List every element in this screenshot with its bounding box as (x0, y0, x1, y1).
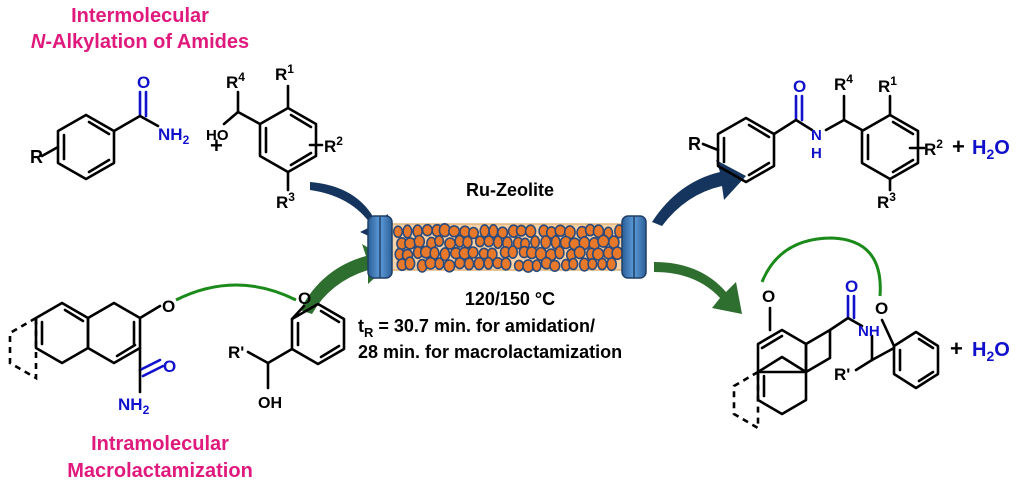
carbonyl-oxygen-label: O (137, 73, 150, 92)
title-n-alkylation: N-Alkylation of Amides (31, 31, 249, 53)
catalyst-bead (483, 235, 495, 248)
catalyst-bead (404, 256, 416, 271)
outlet-arrow-top (652, 160, 746, 226)
catalyst-bead (606, 257, 617, 272)
catalyst-bead (492, 235, 503, 250)
catalyst-bead (479, 224, 490, 238)
catalyst-bead (507, 245, 518, 259)
ether-oxygen-left: O (162, 297, 175, 316)
product-r-label: R (688, 134, 701, 154)
catalyst-bead (443, 259, 456, 273)
catalyst-bead (483, 256, 494, 270)
ether-oxygen-right: O (298, 289, 311, 308)
product-r1-label: R1 (878, 74, 897, 96)
product-n-label: N (811, 127, 822, 144)
water-byproduct-top: H2O (972, 137, 1010, 162)
catalyst-bead (554, 245, 565, 260)
residence-time-line2: 28 min. for macrolactamization (358, 342, 622, 362)
catalyst-bead (454, 257, 466, 270)
catalyst-label: Ru-Zeolite (466, 180, 554, 200)
macro-ether-oxygen-right: O (875, 299, 888, 318)
product-carbonyl-o: O (793, 77, 806, 96)
catalyst-bead (515, 224, 527, 237)
rprime-label: R' (228, 343, 244, 362)
flow-reactor-column (367, 215, 647, 279)
r-substituent-label: R (30, 147, 43, 167)
alcohol-oh-label: OH (258, 395, 282, 412)
nh2-label: NH2 (158, 125, 190, 147)
catalyst-beads (392, 223, 625, 273)
n-alkylated-amide-product: R O N H R4 R1 R2 R3 (688, 72, 943, 212)
catalyst-bead (434, 235, 445, 248)
macro-ether-oxygen-left: O (762, 287, 775, 306)
catalyst-bead (597, 234, 610, 248)
catalyst-bead (467, 246, 479, 259)
temperature-label: 120/150 °C (465, 289, 555, 309)
amide-nh2: NH2 (118, 395, 150, 417)
catalyst-bead (500, 257, 512, 271)
amide-oxygen: O (163, 357, 176, 376)
product-r2-label: R2 (924, 137, 943, 159)
title-intermolecular: Intermolecular (71, 5, 209, 27)
r2-label: R2 (324, 134, 343, 156)
catalyst-bead (513, 259, 525, 272)
hydroxyl-label: HO (206, 127, 229, 144)
catalyst-bead (467, 226, 479, 240)
r4-label: R4 (226, 70, 245, 92)
r3-label: R3 (276, 190, 295, 212)
catalyst-bead (439, 247, 451, 262)
catalyst-bead (554, 224, 567, 237)
catalyst-bead (497, 226, 509, 239)
catalyst-bead (413, 234, 426, 249)
catalyst-bead (540, 235, 552, 250)
plus-sign-product-bottom: + (950, 336, 963, 361)
catalyst-bead (434, 257, 445, 271)
macro-rprime-label: R' (834, 365, 850, 384)
benzamide-structure: R O NH2 (30, 73, 190, 181)
catalyst-bead (474, 235, 486, 248)
outlet-arrow-bottom (654, 262, 742, 314)
macro-amide-nh: NH (858, 323, 880, 340)
catalyst-bead (444, 237, 457, 250)
catalyst-bead (392, 225, 404, 238)
catalyst-bead (462, 235, 473, 249)
plus-sign-product-top: + (952, 134, 965, 159)
macrolactam-product: O O NH O R' (732, 236, 940, 431)
title-macrolactamization: Macrolactamization (67, 460, 253, 482)
benzyl-alcohol-structure: R4 HO R1 R2 R3 (206, 62, 343, 212)
r1-label: R1 (275, 62, 294, 84)
catalyst-bead (568, 257, 579, 271)
residence-time-line1: tR = 30.7 min. for amidation/ (358, 316, 595, 340)
plus-sign-top: + (210, 133, 223, 158)
catalyst-bead (473, 256, 485, 271)
catalyst-bead (524, 224, 537, 238)
tethered-amide-alcohol-structure: O O O NH2 R' OH (8, 283, 346, 417)
water-byproduct-bottom: H2O (972, 339, 1010, 364)
catalyst-bead (463, 257, 475, 271)
catalyst-bead (573, 245, 586, 260)
catalyst-bead (421, 223, 434, 237)
product-h-label: H (811, 145, 822, 162)
catalyst-bead (587, 257, 598, 271)
catalyst-bead (530, 235, 541, 249)
catalyst-bead (597, 257, 608, 271)
catalyst-bead (531, 259, 542, 273)
product-r4-label: R4 (834, 72, 853, 94)
catalyst-bead (549, 259, 561, 272)
title-intramolecular: Intramolecular (91, 433, 229, 455)
product-r3-label: R3 (877, 190, 896, 212)
macro-amide-oxygen: O (845, 277, 858, 296)
catalyst-bead (402, 224, 413, 239)
catalyst-bead (611, 246, 624, 261)
